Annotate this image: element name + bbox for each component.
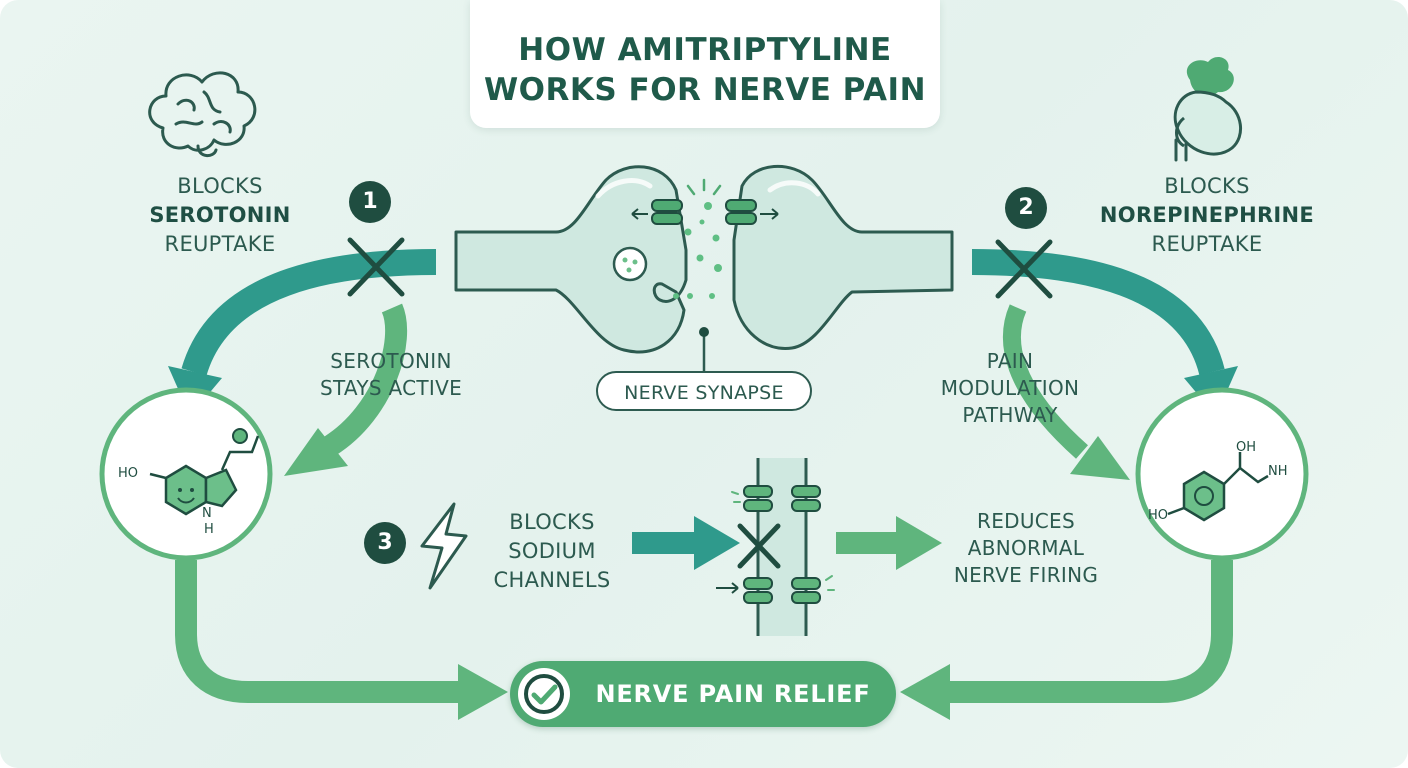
step-1-effect-line: STAYS ACTIVE xyxy=(319,376,463,400)
step-1-label-line: REUPTAKE xyxy=(164,232,276,256)
step-2-label: BLOCKS NOREPINEPHRINE REUPTAKE xyxy=(1082,172,1332,259)
nerve-synapse-illustration xyxy=(454,165,954,372)
block-x-icon xyxy=(995,239,1053,299)
sodium-channel-illustration xyxy=(716,458,835,636)
step-3-label-line: BLOCKS xyxy=(509,510,595,534)
serotonin-active-arrow xyxy=(284,303,408,476)
right-relief-arrow xyxy=(900,560,1233,720)
step-2-label-line: NOREPINEPHRINE xyxy=(1099,203,1315,227)
step-2-effect: PAIN MODULATION PATHWAY xyxy=(910,348,1110,429)
title-line-2: WORKS FOR NERVE PAIN xyxy=(483,72,927,108)
step-1-label: BLOCKS SEROTONIN REUPTAKE xyxy=(120,172,320,259)
norepinephrine-molecule xyxy=(1135,387,1309,561)
molecule-label: HO xyxy=(118,466,139,481)
check-icon xyxy=(518,668,570,720)
step-2-label-line: REUPTAKE xyxy=(1151,232,1263,256)
step-1-effect-line: SEROTONIN xyxy=(330,349,452,373)
step-2-badge: 2 xyxy=(1005,187,1047,229)
pain-modulation-arrow xyxy=(1002,304,1130,480)
block-x-icon xyxy=(347,237,405,297)
reduces-firing-arrow xyxy=(836,516,942,570)
nerve-synapse-label: NERVE SYNAPSE xyxy=(596,371,812,411)
title-line-1: HOW AMITRIPTYLINE xyxy=(518,32,892,68)
title-card: HOW AMITRIPTYLINE WORKS FOR NERVE PAIN xyxy=(470,0,940,128)
step-3-effect: REDUCES ABNORMAL NERVE FIRING xyxy=(936,508,1116,589)
step-3-effect-line: REDUCES xyxy=(977,509,1075,533)
molecule-label: OH xyxy=(1236,440,1257,455)
sodium-block-arrow xyxy=(632,516,740,570)
step-2-effect-line: PATHWAY xyxy=(962,403,1058,427)
nerve-pain-relief-badge: NERVE PAIN RELIEF xyxy=(510,661,896,727)
serotonin-molecule xyxy=(99,387,273,561)
outcome-label: NERVE PAIN RELIEF xyxy=(595,680,871,708)
step-1-label-line: BLOCKS xyxy=(177,174,263,198)
step-3-label: BLOCKS SODIUM CHANNELS xyxy=(472,508,632,595)
left-relief-arrow xyxy=(175,560,508,720)
step-2-effect-line: MODULATION xyxy=(940,376,1080,400)
step-3-badge: 3 xyxy=(364,522,406,564)
brain-icon xyxy=(148,71,257,157)
step-1-label-line: SEROTONIN xyxy=(149,203,291,227)
step-3-effect-line: ABNORMAL xyxy=(967,536,1085,560)
step-2-effect-line: PAIN xyxy=(986,349,1034,373)
step-3-label-line: SODIUM xyxy=(508,539,596,563)
molecule-label: NH xyxy=(1268,464,1288,479)
step-2-label-line: BLOCKS xyxy=(1164,174,1250,198)
lightning-icon xyxy=(420,502,468,590)
molecule-label: H xyxy=(204,522,214,537)
step-1-badge: 1 xyxy=(349,181,391,223)
step-3-label-line: CHANNELS xyxy=(493,568,611,592)
step-3-effect-line: NERVE FIRING xyxy=(953,563,1099,587)
molecule-label: HO xyxy=(1148,508,1169,523)
kidney-adrenal-icon xyxy=(1173,56,1242,162)
molecule-label: N xyxy=(202,506,212,521)
step-1-effect: SEROTONIN STAYS ACTIVE xyxy=(296,348,486,402)
